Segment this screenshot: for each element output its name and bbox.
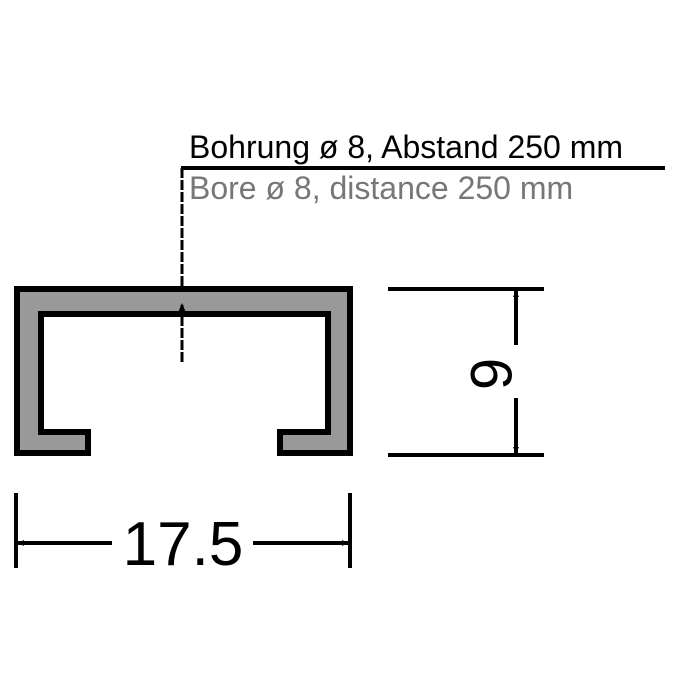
width-dimension-label: 17.5 — [123, 510, 244, 579]
bore-arrow-icon — [177, 303, 187, 315]
height-dimension-label: 9 — [459, 358, 524, 390]
annotation-english: Bore ø 8, distance 250 mm — [189, 170, 573, 206]
c-channel-profile — [14, 286, 353, 456]
annotation-german: Bohrung ø 8, Abstand 250 mm — [189, 129, 623, 165]
